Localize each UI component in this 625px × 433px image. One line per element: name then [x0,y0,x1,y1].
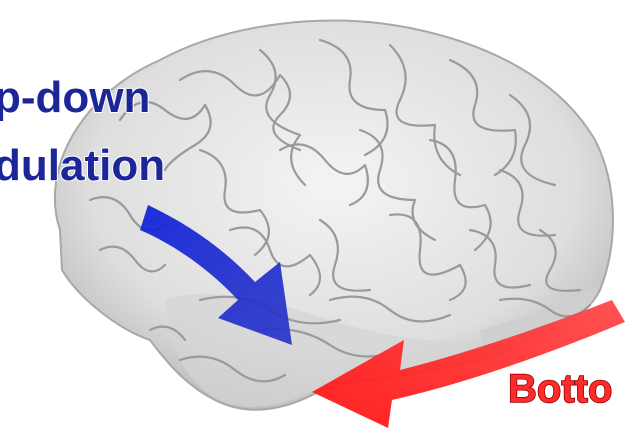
top-down-label-line1: p-down [0,73,150,122]
top-down-label-line2: dulation [0,141,165,190]
bottom-up-label: Botto [508,367,612,411]
